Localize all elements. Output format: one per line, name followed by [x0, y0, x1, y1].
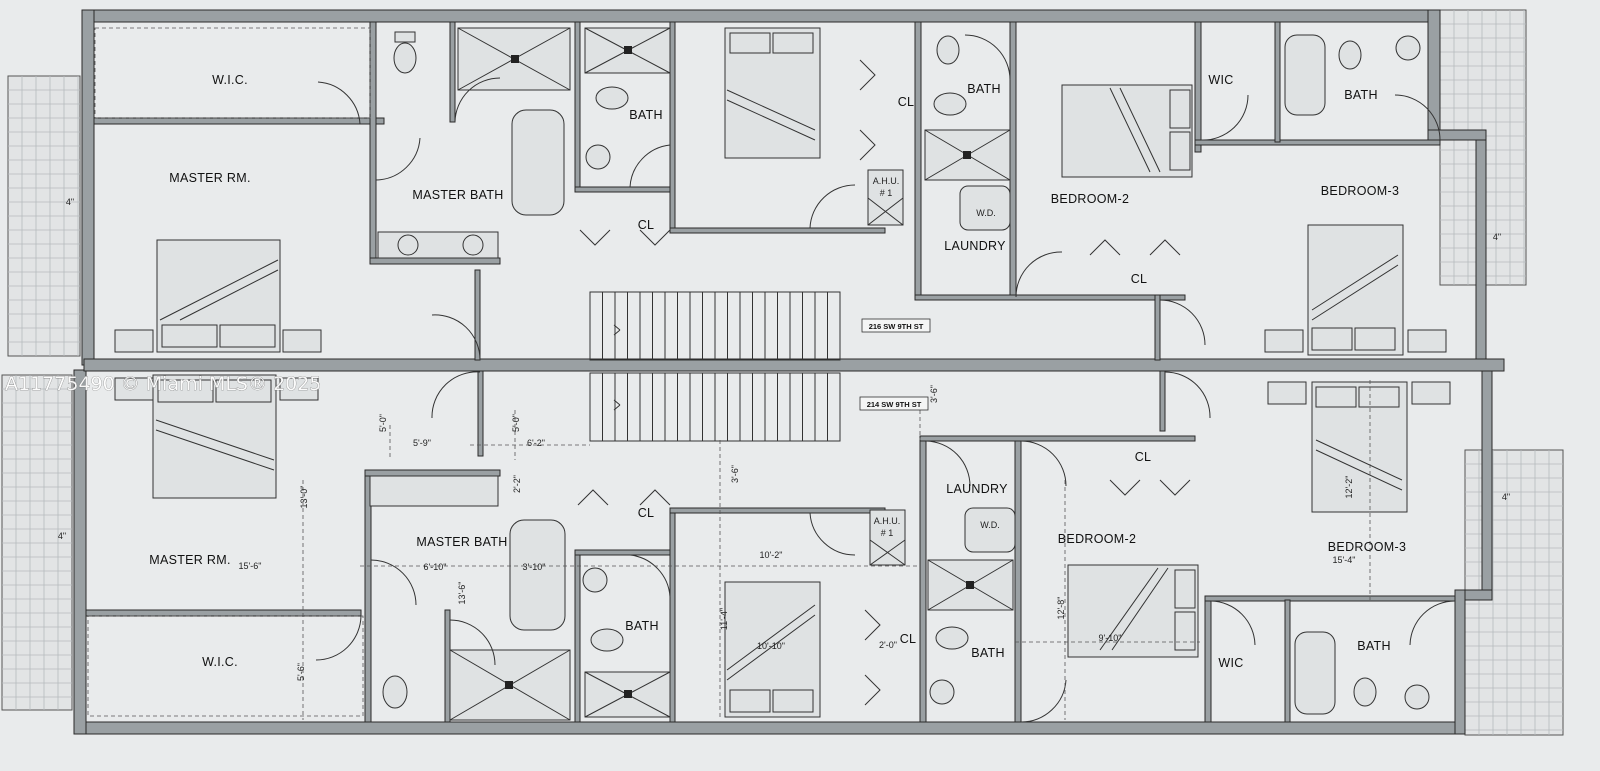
- label-upper-cl1: CL: [638, 218, 655, 232]
- plumbing-fixtures: [369, 27, 1430, 721]
- exterior-walls: [73, 9, 1505, 735]
- dim-9: 6'-10": [424, 562, 447, 572]
- label-upper-cl3: CL: [1131, 272, 1148, 286]
- label-lower-cl2: CL: [900, 632, 917, 646]
- dim-14: 10'-2": [760, 550, 783, 560]
- label-lower-bedroom2: BEDROOM-2: [1058, 532, 1136, 546]
- label-lower-cl3: CL: [1135, 450, 1152, 464]
- label-upper-bath3: BATH: [1344, 88, 1378, 102]
- dim-4: 6'-2": [527, 438, 545, 448]
- label-lower-bedroom3: BEDROOM-3: [1328, 540, 1406, 554]
- dim-7: 13'-0": [299, 486, 309, 509]
- dim-3: 5'-0": [511, 414, 521, 432]
- label-upper-master-bath: MASTER BATH: [412, 188, 503, 202]
- bed-upper-bed3: [1264, 224, 1447, 356]
- dim-12: 5'-6": [296, 663, 306, 681]
- lower-unit-labels: MASTER RM. W.I.C. MASTER BATH CL BATH LA…: [149, 396, 1406, 670]
- dim-6: 2'-2": [512, 475, 522, 493]
- label-lower-wd: W.D.: [980, 520, 1000, 530]
- label-upper-bath2: BATH: [967, 82, 1001, 96]
- doors-and-closets: [87, 27, 1456, 723]
- left-upper-deck: [7, 75, 81, 357]
- bed-lower-bed1: [724, 581, 821, 718]
- label-lower-master-rm: MASTER RM.: [149, 553, 230, 567]
- dim-13: 3'-6": [929, 385, 939, 403]
- upper-unit-labels: W.I.C. MASTER RM. MASTER BATH BATH CL CL…: [169, 73, 1399, 333]
- dim-23: 4": [1493, 232, 1501, 242]
- dim-16: 10'-10": [757, 641, 785, 651]
- label-lower-master-bath: MASTER BATH: [416, 535, 507, 549]
- bed-lower-master: [114, 374, 319, 499]
- label-upper-laundry: LAUNDRY: [944, 239, 1006, 253]
- dim-8: 15'-6": [239, 561, 262, 571]
- address-lower: 214 SW 9TH ST: [867, 400, 922, 409]
- label-upper-ahu-num: # 1: [880, 188, 893, 198]
- dim-1: 5'-0": [378, 414, 388, 432]
- label-lower-bath3: BATH: [1357, 639, 1391, 653]
- lower-stair: [589, 372, 841, 442]
- bed-lower-bed2: [1067, 564, 1199, 658]
- dim-20: 12'-2": [1344, 476, 1354, 499]
- dim-19: 9'-10": [1099, 633, 1122, 643]
- dim-10: 3'-10": [523, 562, 546, 572]
- label-upper-wic2: WIC: [1208, 73, 1233, 87]
- label-lower-bath2: BATH: [971, 646, 1005, 660]
- upper-unit-partitions: [93, 21, 1441, 361]
- dim-22: 4": [66, 197, 74, 207]
- label-lower-laundry: LAUNDRY: [946, 482, 1008, 496]
- label-upper-bath1: BATH: [629, 108, 663, 122]
- dim-15: 11'-4": [719, 608, 729, 630]
- dim-17: 2'-0": [879, 640, 897, 650]
- label-lower-ahu: A.H.U.: [874, 516, 901, 526]
- party-wall: [83, 358, 1505, 372]
- label-lower-wic1: W.I.C.: [202, 655, 238, 669]
- bed-upper-bed1: [724, 27, 821, 159]
- bed-upper-bed2: [1061, 84, 1193, 178]
- label-upper-cl2: CL: [898, 95, 915, 109]
- dim-24: 4": [58, 531, 66, 541]
- bed-upper-master: [114, 239, 322, 353]
- mls-watermark: A11775490 © Miami MLS® 2025: [5, 373, 321, 395]
- dim-5: 3'-6": [730, 465, 740, 483]
- label-upper-master-rm: MASTER RM.: [169, 171, 250, 185]
- lower-unit-partitions: [85, 370, 1456, 723]
- label-upper-wd: W.D.: [976, 208, 996, 218]
- dim-25: 4": [1502, 492, 1510, 502]
- dim-2: 5'-9": [413, 438, 431, 448]
- label-lower-wic2: WIC: [1218, 656, 1243, 670]
- label-upper-ahu: A.H.U.: [873, 176, 900, 186]
- label-upper-wic1: W.I.C.: [212, 73, 248, 87]
- bed-lower-bed3: [1267, 381, 1451, 513]
- label-upper-bedroom3: BEDROOM-3: [1321, 184, 1399, 198]
- dim-18: 12'-8": [1056, 597, 1066, 620]
- dim-11: 13'-6": [457, 582, 467, 605]
- address-upper: 216 SW 9TH ST: [869, 322, 924, 331]
- dimension-lines: [302, 380, 1371, 720]
- dimension-labels: 5'-0" 5'-9" 5'-0" 6'-2" 3'-6" 2'-2" 13'-…: [58, 197, 1510, 681]
- dim-21: 15'-4": [1333, 555, 1356, 565]
- label-lower-ahu-num: # 1: [881, 528, 894, 538]
- label-upper-bedroom2: BEDROOM-2: [1051, 192, 1129, 206]
- left-lower-deck: [1, 374, 73, 711]
- label-lower-cl1: CL: [638, 506, 655, 520]
- upper-stair: [589, 291, 841, 361]
- label-lower-bath1: BATH: [625, 619, 659, 633]
